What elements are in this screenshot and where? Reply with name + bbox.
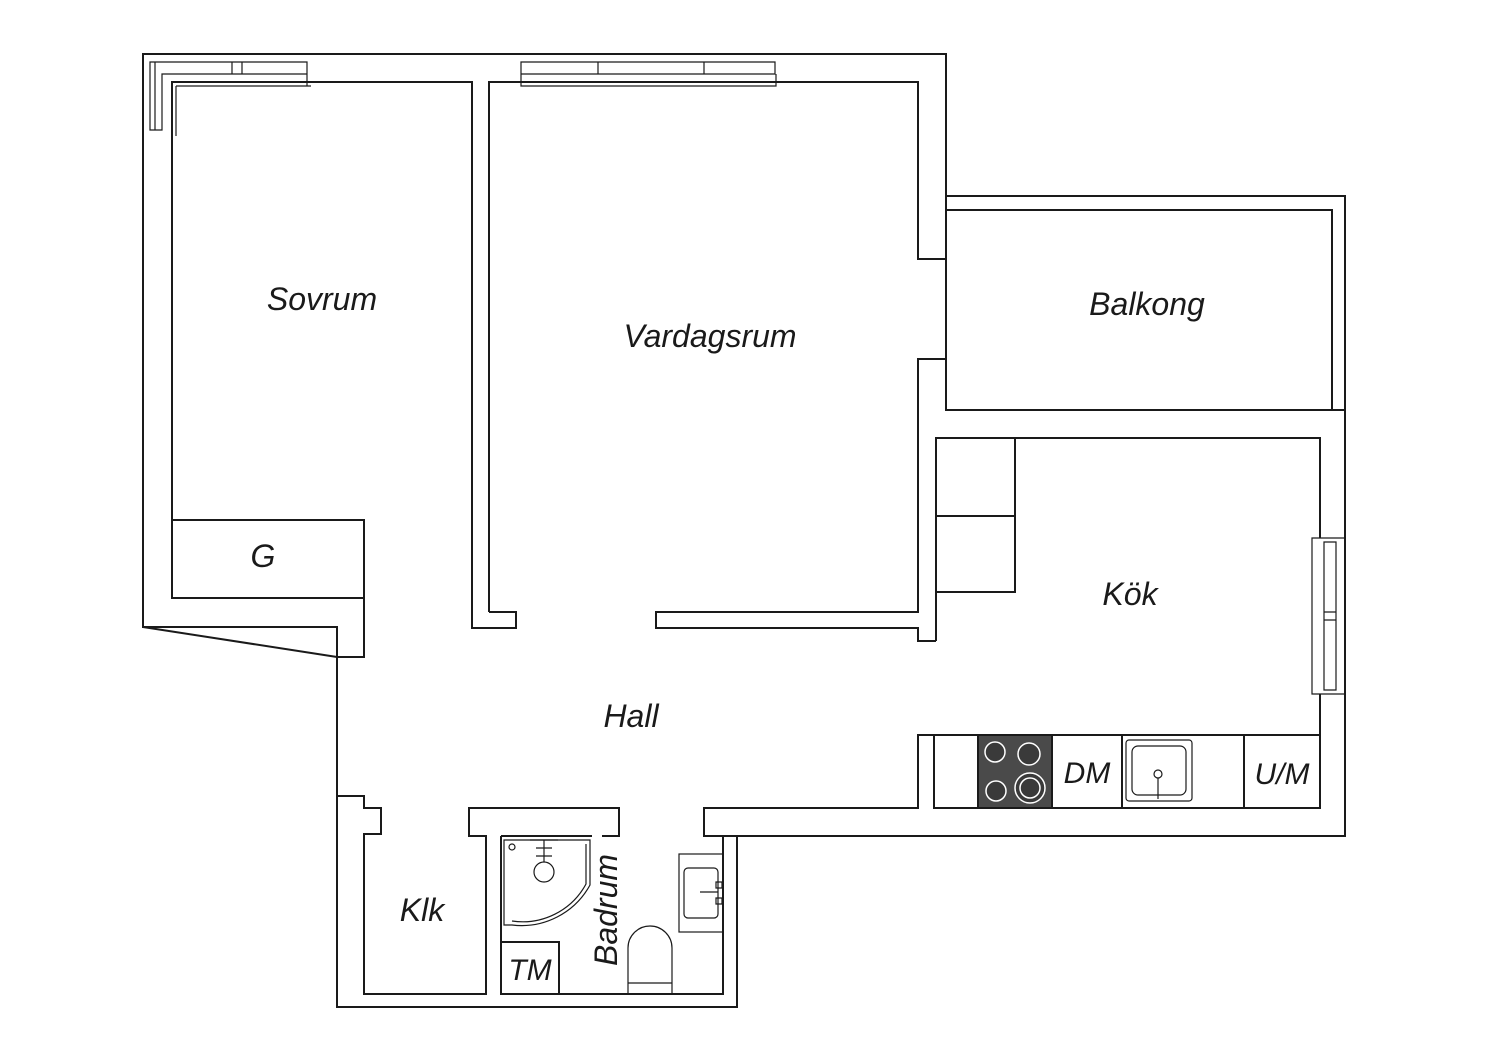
bathroom-fixtures — [500, 839, 724, 995]
shower-inner — [511, 844, 587, 923]
label-vardagsrum: Vardagsrum — [623, 318, 796, 354]
burner — [984, 741, 1006, 763]
window-vardagsrum — [520, 61, 777, 87]
burner — [1017, 742, 1041, 766]
window-sovrum — [149, 61, 311, 136]
sink-outer — [1125, 739, 1193, 802]
room-labels: Sovrum Vardagsrum Balkong Kök Hall Klk G… — [251, 281, 1205, 966]
shower-valve — [508, 843, 516, 851]
label-garderob: G — [251, 538, 276, 574]
sovrum-wall — [171, 81, 517, 629]
sink-basin — [1131, 745, 1187, 796]
shower — [503, 839, 591, 927]
label-badrum: Badrum — [588, 854, 624, 966]
vardagsrum-wall — [488, 81, 946, 642]
label-kok: Kök — [1102, 576, 1159, 612]
label-hall: Hall — [603, 698, 659, 734]
toilet — [627, 925, 673, 994]
bathroom-sink-basin — [683, 867, 719, 919]
kitchen-cabinets-left — [936, 437, 1016, 593]
burner — [1019, 777, 1041, 799]
label-um: U/M — [1255, 758, 1310, 791]
label-klk: Klk — [400, 892, 446, 928]
fixture-labels: TM DM U/M — [508, 757, 1309, 987]
window-kok — [1311, 537, 1346, 695]
sovrum-left-wall — [142, 54, 365, 658]
bathroom-sink-counter — [678, 853, 724, 933]
balkong-wall — [945, 196, 1345, 411]
label-dm: DM — [1064, 757, 1111, 790]
walls — [142, 53, 1346, 1008]
outer-wall — [142, 53, 1346, 1008]
burner — [985, 780, 1007, 802]
shower-drain — [533, 861, 555, 883]
stove-burners — [984, 741, 1046, 804]
sink-drain — [1153, 769, 1163, 779]
label-balkong: Balkong — [1089, 286, 1205, 322]
shower-head — [530, 839, 558, 862]
kok-wall — [703, 437, 1321, 837]
windows — [149, 61, 1346, 695]
kitchen-sink — [1125, 739, 1193, 802]
label-sovrum: Sovrum — [267, 281, 377, 317]
kitchen-fixtures — [934, 437, 1320, 809]
hall-lower-wall — [337, 795, 620, 995]
washing-machine — [500, 941, 560, 995]
label-tm: TM — [508, 954, 551, 987]
bathroom-sink-faucet — [700, 881, 723, 905]
